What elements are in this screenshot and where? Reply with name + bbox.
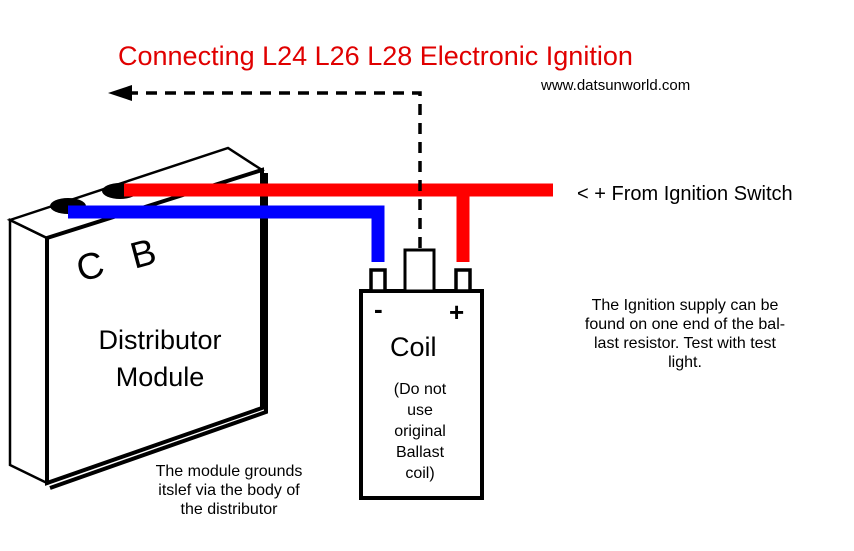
supply-note-line: last resistor. Test with test — [594, 335, 776, 352]
module-name: Distributor Module — [70, 322, 250, 396]
coil-negative-terminal — [369, 268, 387, 293]
module-left-face — [8, 218, 49, 485]
coil-name: Coil — [390, 332, 437, 362]
coil-center-tower — [403, 248, 436, 293]
supply-note-line: light. — [668, 354, 702, 371]
coil-minus-label: - — [374, 294, 383, 324]
ground-note: The module grounds itslef via the body o… — [124, 462, 334, 519]
supply-note-line: found on one end of the bal- — [584, 316, 786, 333]
dashed-arrowhead — [108, 85, 132, 101]
coil-note-line: Ballast — [395, 444, 445, 461]
coil-note: (Do not use original Ballast coil) — [365, 379, 475, 484]
dashed-output-lead — [124, 91, 422, 248]
coil-note-line: original — [394, 423, 446, 440]
coil-note-line: (Do not — [393, 381, 447, 398]
distributor-module — [6, 146, 268, 490]
ground-note-line: itslef via the body of — [158, 482, 300, 499]
diagram-title: Connecting L24 L26 L28 Electronic Igniti… — [118, 41, 633, 71]
coil-note-line: use — [407, 402, 433, 419]
coil-note-line: coil) — [405, 465, 435, 482]
ground-note-line: The module grounds — [155, 463, 303, 480]
website-label: www.datsunworld.com — [541, 77, 691, 94]
negative-wire — [68, 205, 385, 262]
module-name-line1: Distributor — [98, 325, 222, 355]
ground-note-line: the distributor — [180, 501, 278, 518]
ignition-switch-label: < + From Ignition Switch — [577, 183, 793, 205]
module-shadow-edge — [49, 173, 268, 490]
supply-note: The Ignition supply can be found on one … — [550, 296, 820, 372]
supply-note-line: The Ignition supply can be — [591, 297, 779, 314]
module-name-line2: Module — [115, 362, 205, 392]
coil-plus-label: + — [449, 297, 465, 327]
coil-positive-terminal — [454, 268, 472, 293]
